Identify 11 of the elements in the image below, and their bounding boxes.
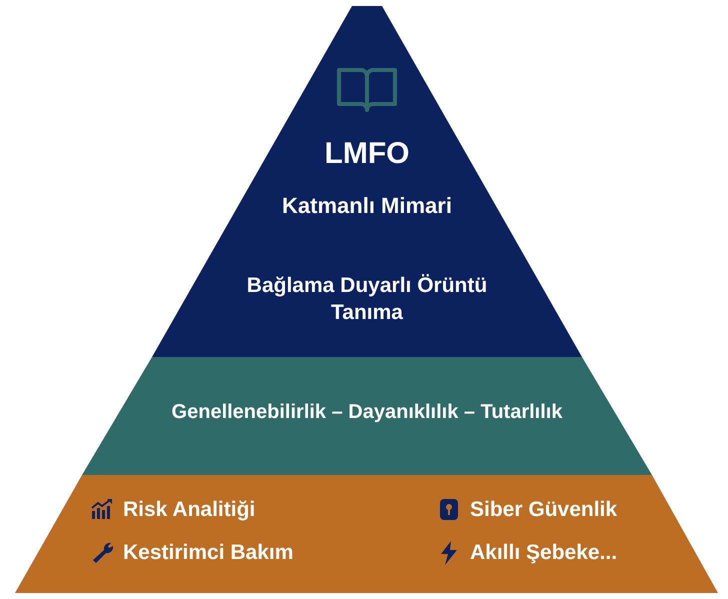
application-label: Akıllı Şebeke... bbox=[470, 540, 618, 566]
tier-title: LMFO bbox=[324, 136, 410, 172]
pyramid-tier bbox=[82, 357, 652, 475]
pyramid-tier bbox=[15, 475, 718, 593]
pyramid-tier bbox=[152, 6, 582, 357]
application-label: Risk Analitiği bbox=[123, 497, 256, 523]
tier-text: Bağlama Duyarlı Örüntü Tanıma bbox=[246, 273, 488, 326]
tier-text: Genellenebilirlik – Dayanıklılık – Tutarlılık bbox=[170, 400, 564, 425]
application-label: Kestirimci Bakım bbox=[123, 540, 294, 566]
tier-text: Katmanlı Mimari bbox=[281, 192, 453, 220]
application-label: Siber Güvenlik bbox=[470, 497, 618, 523]
